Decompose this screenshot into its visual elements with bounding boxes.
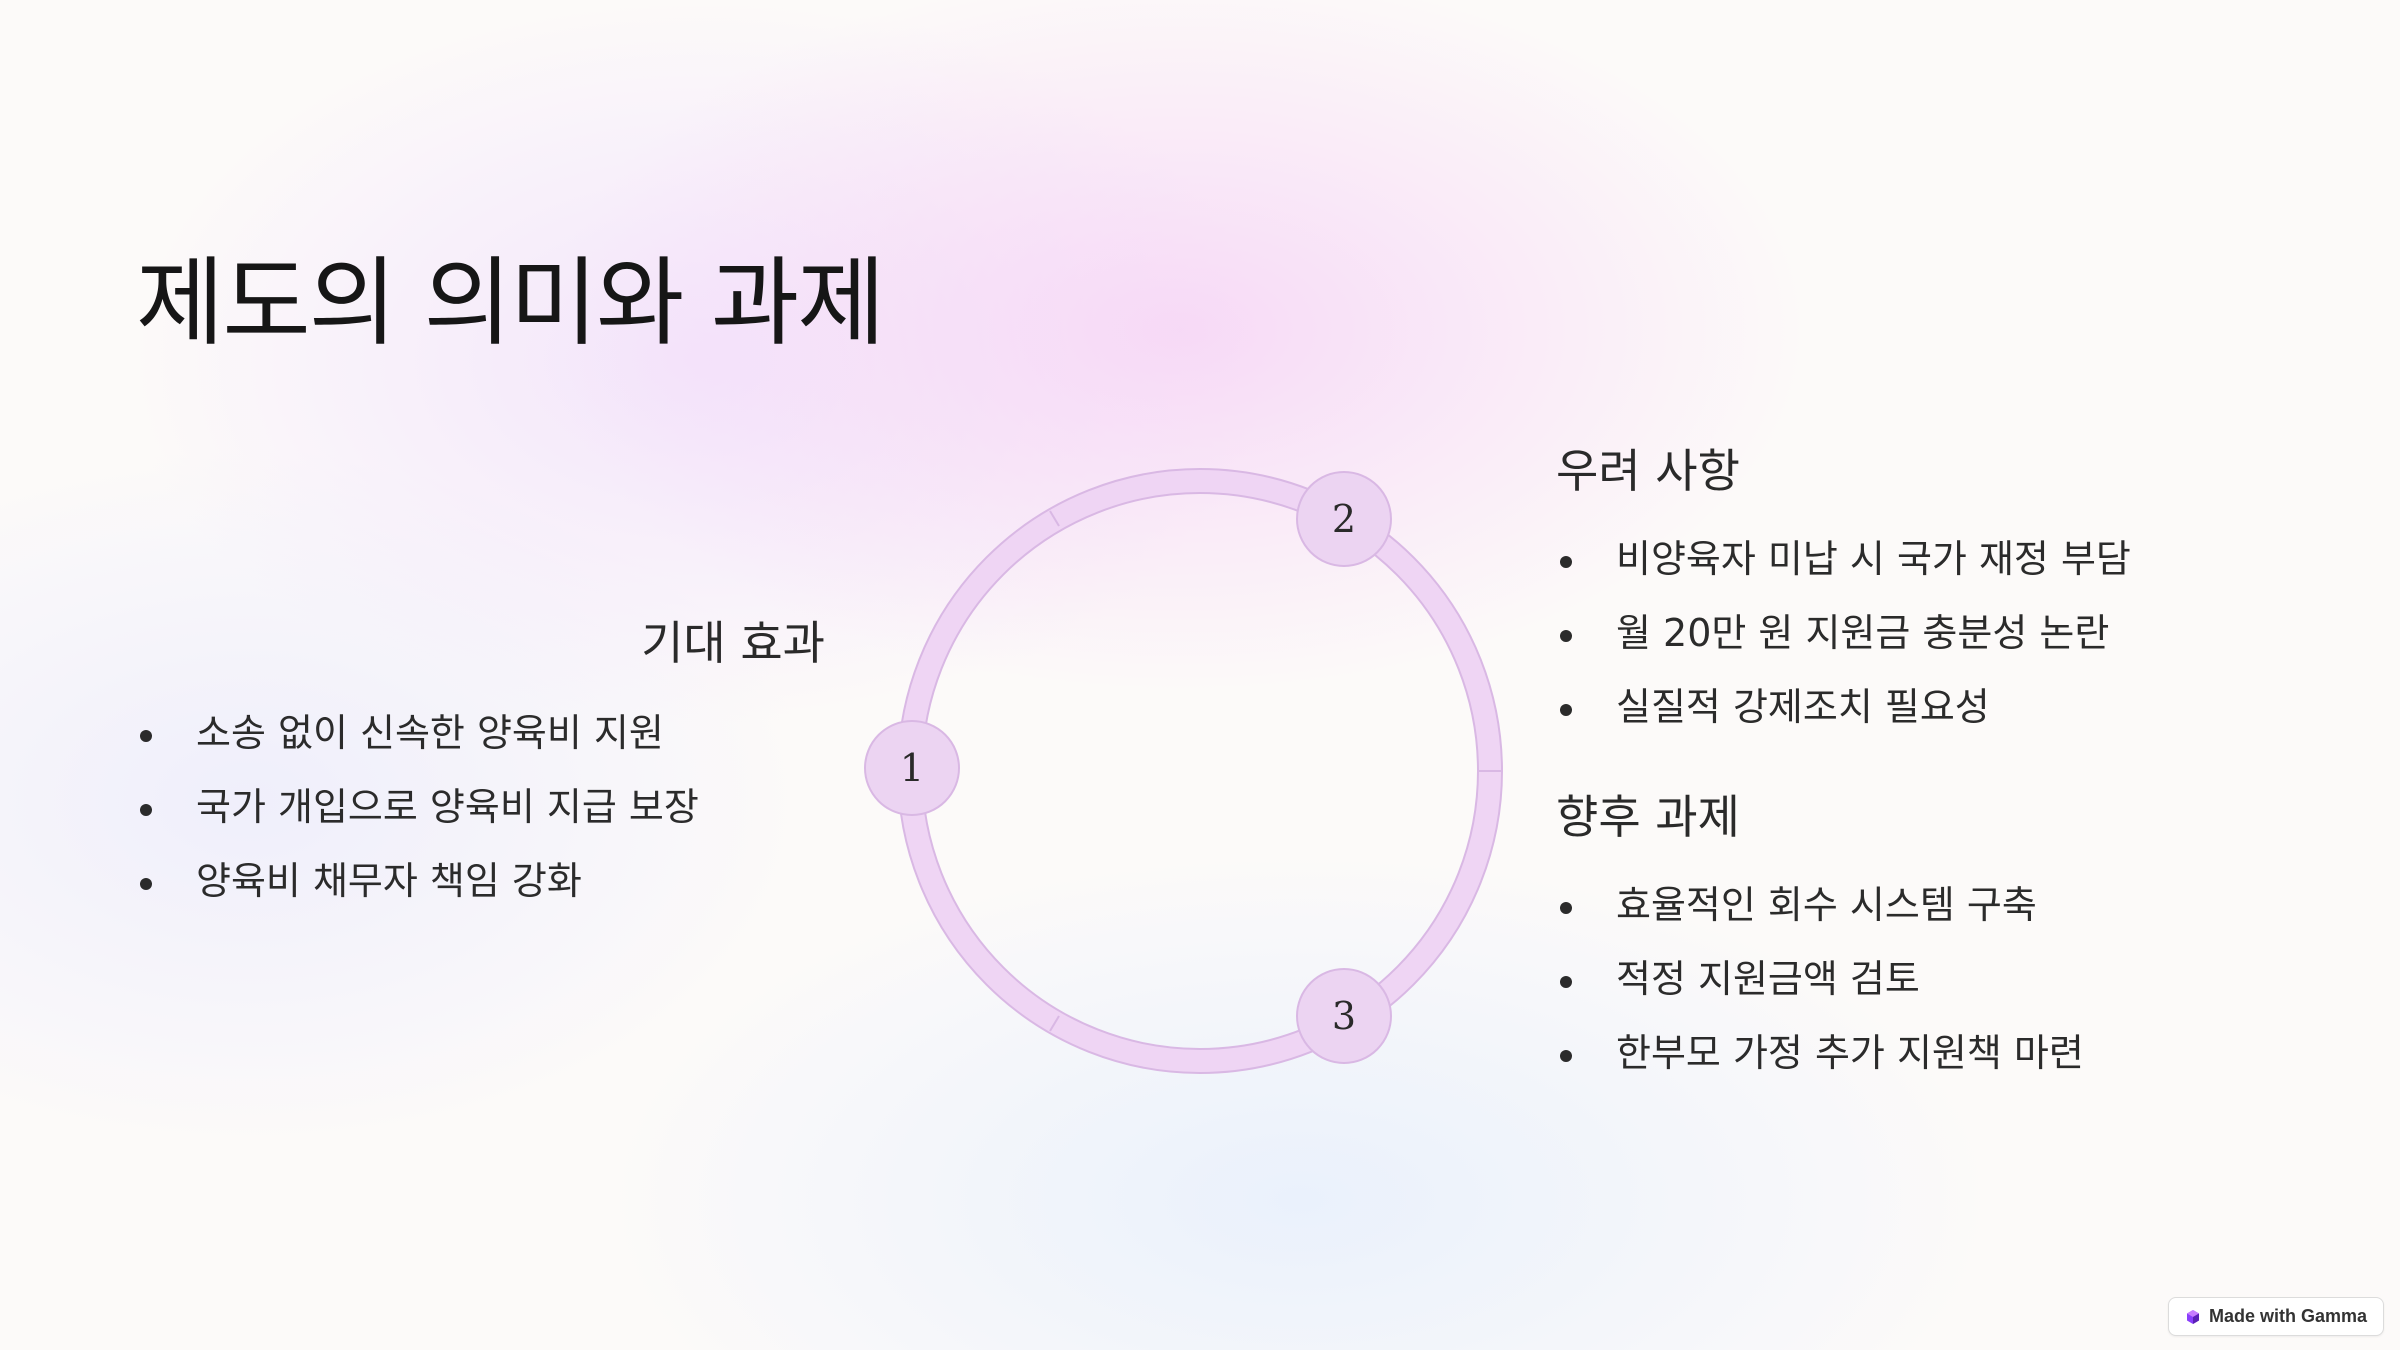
list-item: 월 20만 원 지원금 충분성 논란 xyxy=(1556,596,2131,670)
list-future-tasks: 효율적인 회수 시스템 구축 적정 지원금액 검토 한부모 가정 추가 지원책 … xyxy=(1556,868,2084,1090)
list-item: 효율적인 회수 시스템 구축 xyxy=(1556,868,2084,942)
list-item: 국가 개입으로 양육비 지급 보장 xyxy=(136,770,699,844)
cycle-ring xyxy=(897,468,1503,1074)
heading-expected-effects: 기대 효과 xyxy=(641,616,825,670)
list-item: 소송 없이 신속한 양육비 지원 xyxy=(136,696,699,770)
list-item: 한부모 가정 추가 지원책 마련 xyxy=(1556,1016,2084,1090)
list-item: 비양육자 미납 시 국가 재정 부담 xyxy=(1556,522,2131,596)
cycle-node-number: 3 xyxy=(1332,994,1356,1038)
list-item: 적정 지원금액 검토 xyxy=(1556,942,2084,1016)
slide-title: 제도의 의미와 과제 xyxy=(136,247,886,359)
cycle-node-number: 1 xyxy=(900,746,924,790)
badge-label: Made with Gamma xyxy=(2208,1306,2367,1326)
cycle-node-1: 1 xyxy=(864,720,960,816)
cycle-node-2: 2 xyxy=(1296,471,1392,567)
list-expected-effects: 소송 없이 신속한 양육비 지원 국가 개입으로 양육비 지급 보장 양육비 채… xyxy=(136,696,699,918)
ring-divider xyxy=(1049,1015,1060,1032)
made-with-gamma-badge[interactable]: Made with Gamma xyxy=(2167,1297,2384,1336)
gamma-logo-icon xyxy=(2185,1309,2201,1325)
ring-divider xyxy=(1049,510,1060,527)
list-concerns: 비양육자 미납 시 국가 재정 부담 월 20만 원 지원금 충분성 논란 실질… xyxy=(1556,522,2131,744)
heading-concerns: 우려 사항 xyxy=(1556,444,1740,498)
cycle-node-number: 2 xyxy=(1332,497,1356,541)
cycle-node-3: 3 xyxy=(1296,968,1392,1064)
heading-future-tasks: 향후 과제 xyxy=(1556,790,1740,844)
list-item: 실질적 강제조치 필요성 xyxy=(1556,670,2131,744)
list-item: 양육비 채무자 책임 강화 xyxy=(136,844,699,918)
